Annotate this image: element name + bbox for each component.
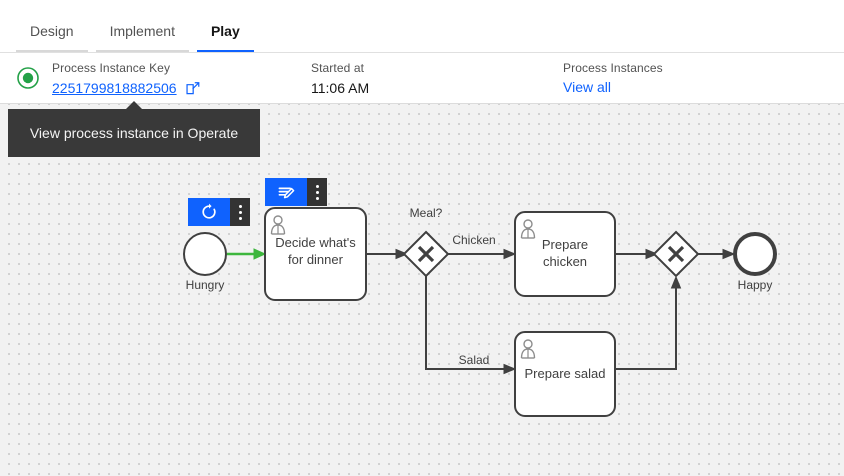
mode-tabbar: Design Implement Play <box>0 0 844 53</box>
tab-play-label: Play <box>210 23 240 39</box>
user-task-decide[interactable] <box>264 207 367 301</box>
tab-implement[interactable]: Implement <box>92 24 193 53</box>
flow-start-to-decide <box>227 248 267 260</box>
started-at-label: Started at <box>311 61 365 75</box>
external-link-icon[interactable] <box>186 81 200 95</box>
replay-overlay <box>188 198 250 226</box>
process-instances-block: Process Instances View all <box>563 61 663 95</box>
replay-kebab-menu-icon[interactable] <box>230 198 250 226</box>
user-task-prepare-salad[interactable] <box>514 331 616 417</box>
status-running-icon <box>17 67 39 89</box>
process-instance-header <box>0 53 844 104</box>
exclusive-gateway-merge[interactable] <box>652 230 700 278</box>
started-at-block: Started at 11:06 AM <box>311 61 369 97</box>
process-instances-label: Process Instances <box>563 61 663 75</box>
user-task-icon-decide <box>270 215 286 235</box>
process-instance-key-label: Process Instance Key <box>52 61 171 75</box>
process-instance-key-link[interactable]: 2251799818882506 <box>52 80 177 96</box>
tab-play-underline <box>196 50 254 53</box>
tab-implement-label: Implement <box>109 23 175 39</box>
bpmn-canvas[interactable]: Hungry Decide what's for dinner Meal? Ch… <box>0 104 844 476</box>
tab-design-label: Design <box>30 23 74 39</box>
flow-chicken-to-merge <box>615 248 659 260</box>
tab-play[interactable]: Play <box>193 24 258 53</box>
start-event-hungry[interactable] <box>183 232 227 276</box>
operate-link-tooltip: View process instance in Operate <box>8 109 260 157</box>
flow-salad-to-merge <box>615 275 682 370</box>
tab-implement-underline <box>95 50 189 53</box>
view-all-link[interactable]: View all <box>563 79 611 95</box>
flow-decide-to-gateway <box>366 248 409 260</box>
flow-gateway-to-chicken <box>447 248 517 260</box>
edit-form-icon <box>278 187 295 199</box>
end-event-happy[interactable] <box>733 232 777 276</box>
edit-form-button[interactable] <box>265 178 307 206</box>
tabbar-divider <box>0 52 844 53</box>
started-at-value: 11:06 AM <box>311 80 370 96</box>
tooltip-arrow <box>126 101 142 109</box>
tab-design[interactable]: Design <box>12 24 92 53</box>
exclusive-gateway-meal[interactable] <box>402 230 450 278</box>
user-task-icon-chicken <box>520 219 536 239</box>
edit-form-kebab-menu-icon[interactable] <box>307 178 327 206</box>
tab-design-underline <box>16 50 88 53</box>
replay-button[interactable] <box>188 198 230 226</box>
user-task-icon-salad <box>520 339 536 359</box>
edit-form-overlay <box>265 178 327 206</box>
bpmn-diagram <box>183 207 777 417</box>
tooltip-text: View process instance in Operate <box>29 125 239 141</box>
user-task-prepare-chicken[interactable] <box>514 211 616 297</box>
process-instance-key-row: 2251799818882506 <box>52 79 200 97</box>
mode-tabs: Design Implement Play <box>0 0 844 53</box>
process-instance-key-block: Process Instance Key 2251799818882506 <box>52 61 200 97</box>
flow-merge-to-end <box>698 248 736 260</box>
replay-icon <box>202 203 216 219</box>
flow-gateway-to-salad <box>425 276 517 375</box>
